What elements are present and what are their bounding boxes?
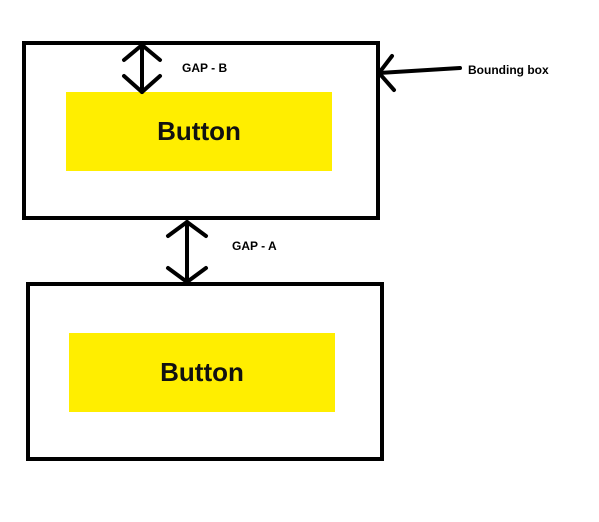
button-top[interactable]: Button bbox=[66, 92, 332, 171]
button-bottom-label: Button bbox=[160, 357, 244, 387]
bounding-box-pointer-icon bbox=[377, 54, 462, 92]
gap-b-label: GAP - B bbox=[182, 61, 228, 75]
bounding-box-label: Bounding box bbox=[468, 63, 549, 77]
gap-a-label: GAP - A bbox=[232, 239, 277, 253]
button-top-label: Button bbox=[157, 116, 241, 146]
bounding-box-top: Button bbox=[22, 41, 380, 220]
bounding-box-bottom: Button bbox=[26, 282, 384, 461]
gap-a-arrow-icon bbox=[166, 220, 208, 284]
button-bottom[interactable]: Button bbox=[69, 333, 335, 412]
